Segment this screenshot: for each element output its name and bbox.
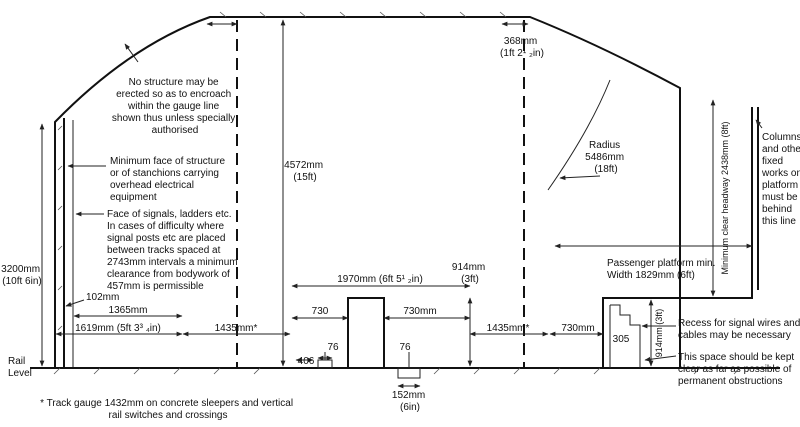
note-face-signals: Face of signals, ladders etc. In cases o… (107, 209, 240, 292)
recess-steps (610, 304, 641, 368)
note-min-face: Minimum face of structure or of stanchio… (110, 156, 228, 203)
roof-hatch (219, 11, 507, 18)
leader-keep-clear (644, 355, 677, 362)
dim-1435-right-label: 1435mm* (487, 323, 530, 334)
dim-3200-label: 3200mm (10ft 6in) (1, 264, 43, 287)
centre-structure (347, 297, 385, 369)
rail-level-label: Rail Level (8, 356, 32, 379)
dim-730-left-label: 730 (312, 306, 329, 317)
leader-columns (755, 119, 763, 129)
dim-914-mid-label: 914mm (3ft) (452, 262, 488, 285)
dim-914-right-label: 914mm (3ft) (654, 309, 664, 358)
rail-left (317, 352, 333, 369)
dim-1970-label: 1970mm (6ft 5¹ ₂in) (337, 274, 423, 285)
dim-4572-label: 4572mm (15ft) (284, 160, 326, 183)
leader-no-structure (124, 43, 139, 63)
dim-152-label: 152mm (6in) (392, 390, 428, 413)
dim-305-label: 305 (613, 334, 630, 345)
note-track-gauge: * Track gauge 1432mm on concrete sleeper… (40, 398, 296, 421)
dim-730-right-label: 730mm (561, 323, 594, 334)
leader-radius (559, 175, 601, 181)
note-recess: Recess for signal wires and cables may b… (678, 318, 800, 341)
ground-hatch (53, 367, 741, 375)
note-no-structure: No structure may be erected so as to enc… (112, 77, 238, 136)
headway-label: Minimum clear headway 2438mm (8ft) (720, 121, 730, 274)
radius-curve (547, 79, 611, 191)
note-columns: Columns and other fixed works on platfor… (761, 132, 800, 227)
dim-368-label: 368mm (1ft 2¹ ₂in) (500, 36, 544, 59)
dim-76-left-label: 76 (327, 342, 339, 353)
dim-102-label: 102mm (86, 292, 119, 303)
left-hatch (57, 125, 63, 331)
note-keep-clear: This space should be kept clear as far a… (678, 352, 797, 387)
platform-label: Passenger platform min. Width 1829mm (6f… (607, 258, 718, 281)
dim-730-mid-label: 730mm (403, 306, 436, 317)
dim-76-mid-label: 76 (399, 342, 411, 353)
dim-406-label: 406 (298, 356, 315, 367)
leader-102 (65, 299, 85, 307)
dim-1435-left-label: 1435mm* (215, 323, 258, 334)
dim-1619-label: 1619mm (5ft 3³ ₄in) (75, 323, 161, 334)
radius-label: Radius 5486mm (18ft) (585, 140, 627, 175)
dim-1365-label: 1365mm (109, 305, 148, 316)
gauge-outline (54, 16, 681, 368)
rail-mid (397, 352, 421, 379)
